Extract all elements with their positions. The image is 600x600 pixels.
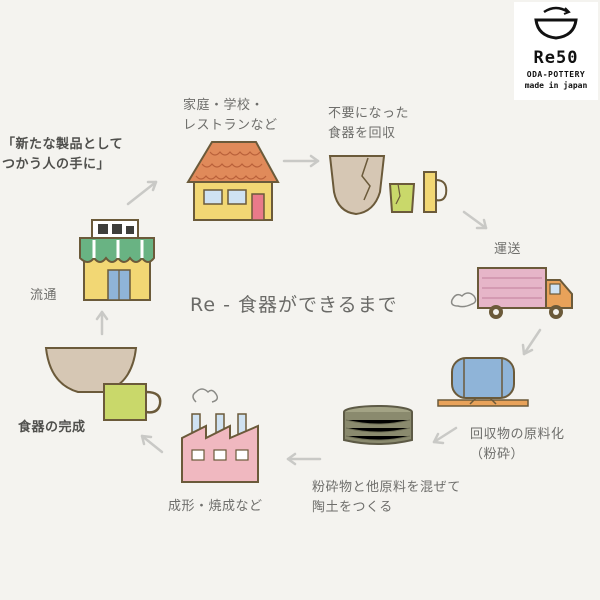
step-label-distribution: 流通: [30, 288, 58, 303]
shop-icon: [79, 219, 155, 301]
step-label-clay: 粉砕物と他原料を混ぜて 陶土をつくる: [312, 480, 461, 515]
arrow-distribution-to-reuse: [126, 180, 158, 206]
logo-company: ODA-POTTERY: [526, 70, 586, 79]
step-label-households: 家庭・学校・ レストランなど: [183, 98, 278, 133]
arrow-raw-to-clay: [432, 426, 458, 445]
bowl-and-cup-icon: [44, 347, 162, 421]
step-label-collect: 不要になった 食器を回収: [328, 106, 410, 141]
center-title: Re - 食器ができるまで: [190, 294, 398, 316]
step-label-forming: 成形・焼成など: [168, 499, 263, 514]
arrow-forming-to-complete: [140, 434, 164, 454]
truck-icon: [450, 267, 573, 319]
house-icon: [186, 141, 280, 221]
clay-block-icon: [343, 405, 413, 445]
arrow-transport-to-raw: [521, 328, 542, 356]
step-label-raw: 回収物の原料化 （粉砕）: [470, 427, 565, 462]
arrow-clay-to-forming: [286, 452, 322, 466]
re50-logo: Re50 ODA-POTTERY made in japan: [514, 2, 598, 100]
crusher-mill-icon: [437, 357, 529, 407]
step-label-transport: 運送: [494, 242, 522, 257]
step-label-reuse: 「新たな製品として つかう人の手に」: [2, 137, 124, 172]
arrow-households-to-collect: [282, 154, 320, 168]
factory-icon: [181, 388, 259, 483]
broken-tableware-icon: [328, 155, 448, 216]
arrow-collect-to-transport: [462, 210, 488, 230]
bowl-logo-icon: [534, 6, 578, 40]
arrow-complete-to-distribution: [95, 310, 109, 336]
step-label-complete: 食器の完成: [18, 420, 86, 435]
logo-tagline: made in japan: [524, 81, 588, 90]
logo-name: Re50: [533, 48, 579, 68]
